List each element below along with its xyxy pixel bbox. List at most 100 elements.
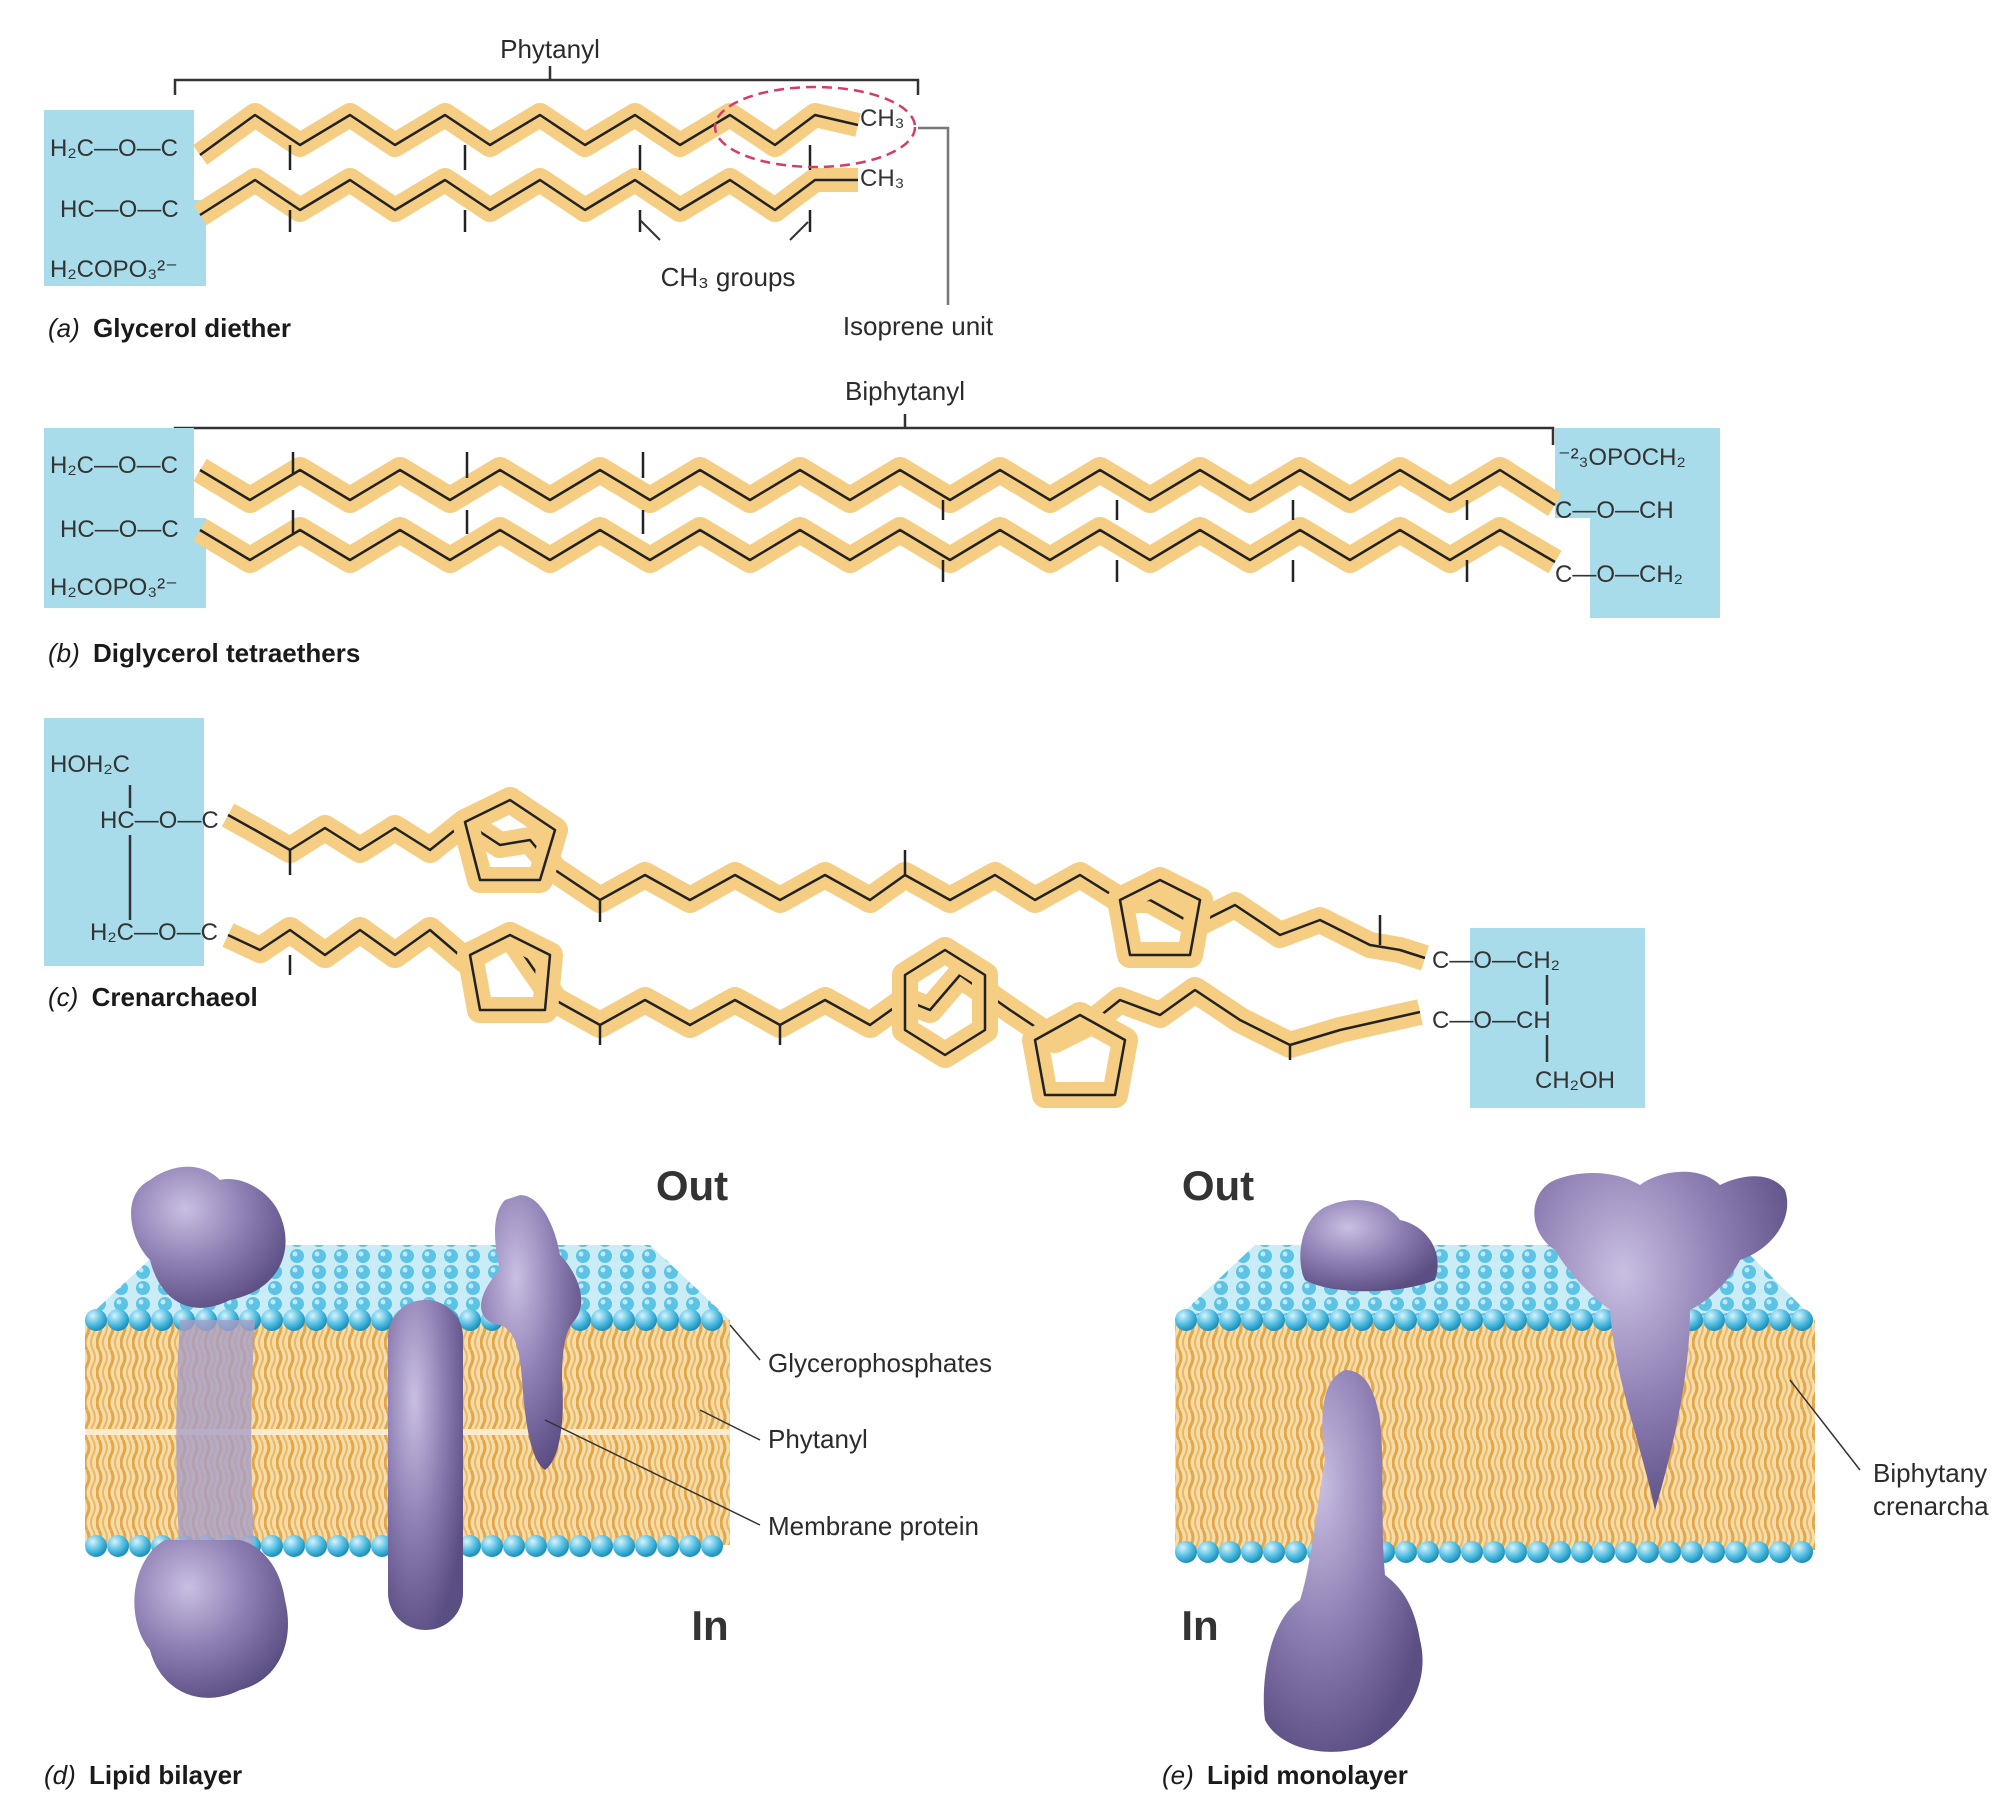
headgroup-row-outer <box>85 1309 723 1331</box>
head-line-1: H₂C—O—C <box>50 135 178 162</box>
panel-c-crenarchaeol: HOH₂C HC—O—C H₂C—O—C C—O—CH₂ C—O—CH CH₂O… <box>44 718 1645 1108</box>
lipid-headgroup <box>1593 1309 1615 1331</box>
cyclopentane-ring <box>463 798 557 882</box>
crenarchaeol-chain-lower <box>227 928 1421 1047</box>
membrane-protein <box>176 1320 255 1560</box>
in-label: In <box>691 1602 728 1649</box>
right-head-line-3: C—O—CH₂ <box>1555 561 1683 588</box>
lipid-headgroup <box>1725 1541 1747 1563</box>
caption-a: (a) Glycerol diether <box>48 313 291 343</box>
lipid-headgroup <box>1417 1541 1439 1563</box>
lipid-headgroup <box>1747 1309 1769 1331</box>
cyclopentane-ring <box>468 933 552 1012</box>
lipid-headgroup <box>1747 1541 1769 1563</box>
lipid-headgroup <box>1329 1309 1351 1331</box>
crenarchaeol-chain-upper <box>227 813 1426 960</box>
headgroup-row-outer <box>1175 1309 1813 1331</box>
lipid-headgroup <box>327 1309 349 1331</box>
cyclopentane-ring <box>1118 878 1202 957</box>
head-line-2: HC—O—C <box>60 196 179 223</box>
panel-b-diglycerol-tetraethers: Biphytanyl H₂C—O—C HC—O—C H₂COPO₃²⁻ ⁻²₃O… <box>44 376 1720 668</box>
lipid-headgroup <box>1461 1541 1483 1563</box>
lipid-headgroup <box>481 1535 503 1557</box>
lipid-headgroup <box>371 1535 393 1557</box>
lipid-headgroup <box>569 1535 591 1557</box>
lipid-headgroup <box>349 1309 371 1331</box>
ch3-groups-label: CH₃ groups <box>661 262 796 292</box>
lipid-headgroup <box>1549 1309 1571 1331</box>
lipid-headgroup <box>1769 1541 1791 1563</box>
lipid-headgroup <box>1175 1541 1197 1563</box>
out-label: Out <box>1182 1162 1254 1209</box>
caption-e: (e) Lipid monolayer <box>1162 1760 1408 1790</box>
lipid-headgroup <box>613 1535 635 1557</box>
lipid-headgroup <box>1395 1541 1417 1563</box>
lipid-headgroup <box>129 1535 151 1557</box>
lipid-headgroup <box>1659 1541 1681 1563</box>
phytanyl-chain-lower <box>199 178 858 217</box>
lipid-headgroup <box>1241 1309 1263 1331</box>
lipid-headgroup <box>1725 1309 1747 1331</box>
phytanyl-label: Phytanyl <box>500 34 600 64</box>
lipid-headgroup <box>1373 1309 1395 1331</box>
lipid-headgroup <box>657 1309 679 1331</box>
lipid-headgroup <box>613 1309 635 1331</box>
lipid-headgroup <box>1197 1309 1219 1331</box>
lipid-headgroup <box>305 1535 327 1557</box>
lipid-headgroup <box>459 1309 481 1331</box>
headgroup-row-inner <box>1175 1541 1813 1563</box>
lipid-headgroup <box>1263 1541 1285 1563</box>
callout-biphytanyl: Biphytany <box>1873 1458 1987 1488</box>
caption-d: (d) Lipid bilayer <box>44 1760 242 1790</box>
phytanyl-chain-upper <box>199 113 859 157</box>
isoprene-unit-circle <box>713 85 917 169</box>
callout-glycerophosphates: Glycerophosphates <box>768 1348 992 1378</box>
lipid-headgroup <box>1505 1541 1527 1563</box>
lipid-headgroup <box>283 1309 305 1331</box>
caption-c: (c) Crenarchaeol <box>48 982 258 1012</box>
lipid-headgroup <box>1791 1309 1813 1331</box>
lipid-headgroup <box>1351 1309 1373 1331</box>
lipid-headgroup <box>679 1309 701 1331</box>
lipid-headgroup <box>327 1535 349 1557</box>
lipid-headgroup <box>151 1309 173 1331</box>
left-head-line-3: H₂COPO₃²⁻ <box>50 574 178 601</box>
lipid-headgroup <box>635 1535 657 1557</box>
lipid-headgroup <box>1395 1309 1417 1331</box>
lipid-headgroup <box>591 1309 613 1331</box>
lipid-headgroup <box>1681 1541 1703 1563</box>
lipid-headgroup <box>701 1309 723 1331</box>
lipid-headgroup <box>85 1309 107 1331</box>
left-head-line-2: HC—O—C <box>100 807 219 834</box>
headgroup-box <box>44 200 206 286</box>
head-line-3: H₂COPO₃²⁻ <box>50 256 178 283</box>
headgroup-box <box>44 110 194 200</box>
lipid-headgroup <box>547 1535 569 1557</box>
lipid-headgroup <box>591 1535 613 1557</box>
out-label: Out <box>656 1162 728 1209</box>
membrane-protein <box>481 1195 582 1470</box>
biphytanyl-label: Biphytanyl <box>845 376 965 406</box>
lipid-headgroup <box>1219 1541 1241 1563</box>
lipid-headgroup <box>1241 1541 1263 1563</box>
lipid-headgroup <box>283 1535 305 1557</box>
right-head-line-1: ⁻²₃OPOCH₂ <box>1558 444 1686 471</box>
biphytanyl-chain-lower <box>199 528 1556 564</box>
lipid-headgroup <box>261 1535 283 1557</box>
callout-membrane-protein: Membrane protein <box>768 1511 979 1541</box>
right-head-line-3: CH₂OH <box>1535 1067 1615 1094</box>
lipid-headgroup <box>1307 1309 1329 1331</box>
lipid-headgroup <box>1791 1541 1813 1563</box>
lipid-headgroup <box>635 1309 657 1331</box>
lipid-headgroup <box>1549 1541 1571 1563</box>
lipid-headgroup <box>503 1535 525 1557</box>
panel-a-glycerol-diether: Phytanyl H₂C—O—C HC—O—C H₂COPO₃²⁻ CH₃ CH… <box>44 34 994 343</box>
lipid-headgroup <box>1571 1541 1593 1563</box>
lipid-headgroup <box>701 1535 723 1557</box>
panel-d-lipid-bilayer: Glycerophosphates Phytanyl Membrane prot… <box>44 1162 992 1790</box>
lipid-headgroup <box>1461 1309 1483 1331</box>
lipid-headgroup <box>1197 1541 1219 1563</box>
lipid-headgroup <box>1505 1309 1527 1331</box>
lipid-headgroup <box>1769 1309 1791 1331</box>
lipid-headgroup <box>1527 1309 1549 1331</box>
